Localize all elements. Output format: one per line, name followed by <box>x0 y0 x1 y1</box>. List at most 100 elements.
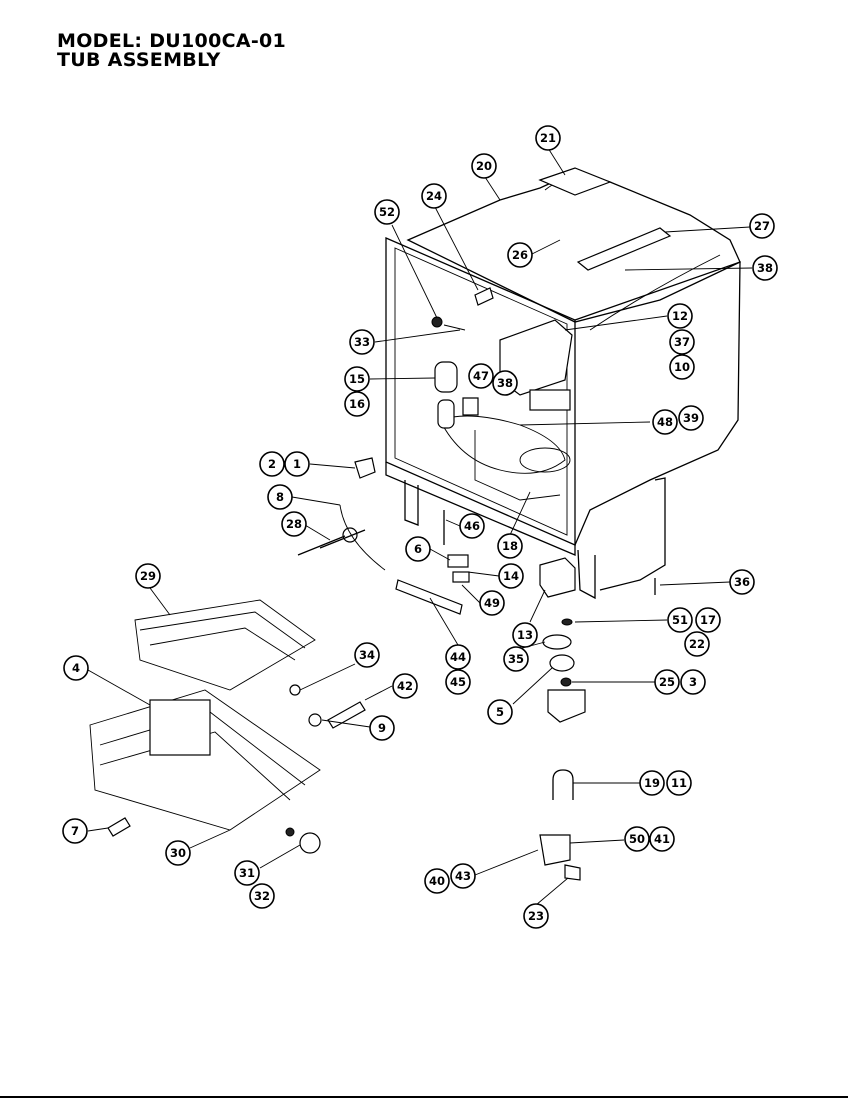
svg-text:17: 17 <box>700 613 716 627</box>
svg-text:7: 7 <box>71 824 79 838</box>
callout-13: 13 <box>512 622 538 648</box>
callout-12: 12 <box>667 303 693 329</box>
callout-5: 5 <box>487 699 513 725</box>
callout-34: 34 <box>354 642 380 668</box>
svg-text:36: 36 <box>734 575 750 589</box>
svg-text:14: 14 <box>503 569 519 583</box>
leader-lines <box>87 147 753 906</box>
svg-text:22: 22 <box>689 637 705 651</box>
svg-text:1: 1 <box>293 457 301 471</box>
svg-text:30: 30 <box>170 846 186 860</box>
model-title: MODEL: DU100CA-01 <box>57 30 287 52</box>
svg-text:4: 4 <box>72 661 80 675</box>
callout-4: 4 <box>63 655 89 681</box>
callout-6: 6 <box>405 536 431 562</box>
callout-21: 21 <box>535 125 561 151</box>
callout-49: 49 <box>479 590 505 616</box>
callout-31: 31 <box>234 860 260 886</box>
svg-text:6: 6 <box>414 542 422 556</box>
callout-38-mid: 38 <box>492 370 518 396</box>
callout-27: 27 <box>749 213 775 239</box>
callout-10: 10 <box>669 354 695 380</box>
callout-35: 35 <box>503 646 529 672</box>
svg-text:51: 51 <box>672 613 688 627</box>
svg-text:3: 3 <box>689 675 697 689</box>
callout-37: 37 <box>669 329 695 355</box>
svg-text:23: 23 <box>528 909 544 923</box>
svg-text:47: 47 <box>473 369 489 383</box>
svg-text:20: 20 <box>476 159 492 173</box>
callout-26: 26 <box>507 242 533 268</box>
callout-19: 19 <box>639 770 665 796</box>
svg-text:37: 37 <box>674 335 690 349</box>
callout-15: 15 <box>344 366 370 392</box>
callout-2: 2 <box>259 451 285 477</box>
callout-9: 9 <box>369 715 395 741</box>
callouts: 21 20 24 52 27 26 38 12 37 10 33 15 16 4… <box>62 125 778 929</box>
callout-29: 29 <box>135 563 161 589</box>
svg-text:2: 2 <box>268 457 276 471</box>
svg-text:27: 27 <box>754 219 770 233</box>
svg-text:38: 38 <box>757 261 773 275</box>
callout-44: 44 <box>445 644 471 670</box>
svg-text:45: 45 <box>450 675 466 689</box>
callout-8: 8 <box>267 484 293 510</box>
svg-text:41: 41 <box>654 832 670 846</box>
callout-39: 39 <box>678 405 704 431</box>
callout-32: 32 <box>249 883 275 909</box>
callout-52: 52 <box>374 199 400 225</box>
svg-text:46: 46 <box>464 519 480 533</box>
callout-11: 11 <box>666 770 692 796</box>
callout-33: 33 <box>349 329 375 355</box>
svg-text:43: 43 <box>455 869 471 883</box>
svg-text:26: 26 <box>512 248 528 262</box>
callout-46: 46 <box>459 513 485 539</box>
svg-text:29: 29 <box>140 569 156 583</box>
svg-text:34: 34 <box>359 648 375 662</box>
svg-text:42: 42 <box>397 679 413 693</box>
svg-text:21: 21 <box>540 131 556 145</box>
svg-text:16: 16 <box>349 397 365 411</box>
callout-47: 47 <box>468 363 494 389</box>
callout-30: 30 <box>165 840 191 866</box>
svg-text:15: 15 <box>349 372 365 386</box>
callout-20: 20 <box>471 153 497 179</box>
svg-text:52: 52 <box>379 205 395 219</box>
svg-text:50: 50 <box>629 832 645 846</box>
callout-36: 36 <box>729 569 755 595</box>
callout-41: 41 <box>649 826 675 852</box>
callout-24: 24 <box>421 183 447 209</box>
callout-23: 23 <box>523 903 549 929</box>
svg-text:24: 24 <box>426 189 442 203</box>
callout-40: 40 <box>424 868 450 894</box>
svg-text:31: 31 <box>239 866 255 880</box>
callout-17: 17 <box>695 607 721 633</box>
callout-3: 3 <box>680 669 706 695</box>
callout-14: 14 <box>498 563 524 589</box>
callout-18: 18 <box>497 533 523 559</box>
callout-50: 50 <box>624 826 650 852</box>
callout-48: 48 <box>652 409 678 435</box>
callout-7: 7 <box>62 818 88 844</box>
callout-28: 28 <box>281 511 307 537</box>
svg-text:49: 49 <box>484 596 500 610</box>
svg-text:11: 11 <box>671 776 687 790</box>
svg-text:9: 9 <box>378 721 386 735</box>
svg-text:19: 19 <box>644 776 660 790</box>
assembly-title: TUB ASSEMBLY <box>57 49 221 71</box>
svg-text:39: 39 <box>683 411 699 425</box>
svg-text:38: 38 <box>497 376 513 390</box>
svg-text:33: 33 <box>354 335 370 349</box>
callout-1: 1 <box>284 451 310 477</box>
svg-text:12: 12 <box>672 309 688 323</box>
svg-text:32: 32 <box>254 889 270 903</box>
callout-22: 22 <box>684 631 710 657</box>
svg-text:35: 35 <box>508 652 524 666</box>
callout-38-top: 38 <box>752 255 778 281</box>
callout-45: 45 <box>445 669 471 695</box>
callout-16: 16 <box>344 391 370 417</box>
svg-text:18: 18 <box>502 539 518 553</box>
svg-text:8: 8 <box>276 490 284 504</box>
